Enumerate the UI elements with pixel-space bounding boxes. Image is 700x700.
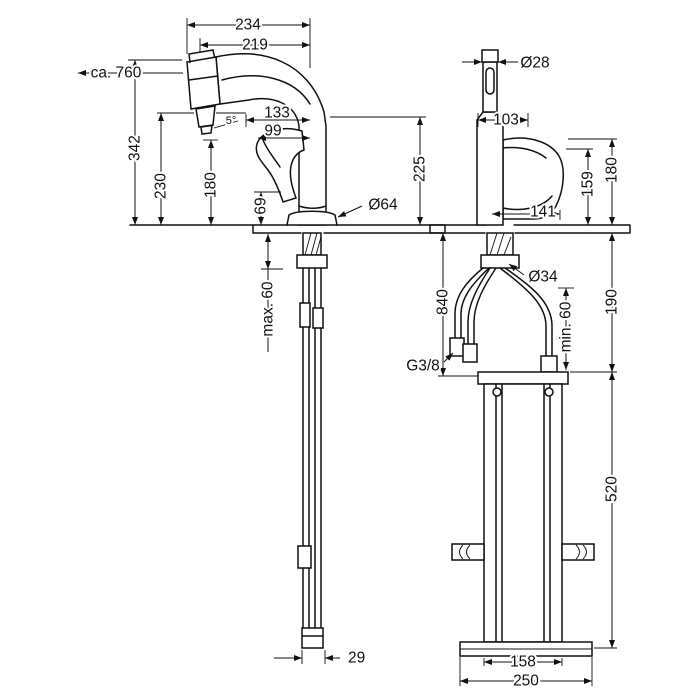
spray-nozzle: [195, 105, 216, 128]
pullout-hose-entry: [540, 355, 558, 373]
body-front: [476, 111, 504, 226]
dim-label-159: 159: [580, 171, 597, 197]
mounting-nut-left: [296, 254, 328, 269]
dim-label-180-right: 180: [604, 157, 621, 183]
dim-label-190: 190: [604, 289, 621, 315]
faucet-front: [476, 49, 564, 226]
base-escutcheon: [286, 210, 338, 226]
dim-label-225: 225: [412, 156, 429, 182]
dim-label-g38: G3/8: [406, 358, 440, 375]
dim-label-230: 230: [153, 173, 170, 199]
dim-label-max60: max. 60: [260, 281, 277, 337]
dim-label-141: 141: [530, 204, 556, 221]
dim-label-min60: min. 60: [558, 301, 575, 352]
spray-head: [186, 56, 221, 110]
spout-front: [502, 137, 564, 220]
dim-label-ca760: ca. 760: [91, 65, 142, 82]
right-view: Ø28 103 141 159 180 Ø34 840 min. 60 190 …: [404, 49, 631, 692]
dim-label-840: 840: [435, 289, 452, 315]
dim-label-520: 520: [604, 476, 621, 502]
dim-label-133: 133: [264, 105, 290, 122]
under-counter-right: [449, 232, 595, 657]
countertop-right: [429, 224, 631, 234]
dim-label-69: 69: [253, 197, 270, 214]
dim-label-180-left: 180: [203, 172, 220, 198]
hose-end-fitting: [301, 627, 324, 649]
mounting-nut-right: [480, 254, 520, 269]
side-tab-right: [561, 543, 595, 561]
dim-label-d64: Ø64: [368, 197, 398, 214]
dim-label-219: 219: [242, 37, 268, 54]
supply-hose-fitting-2: [462, 343, 478, 363]
dim-label-250: 250: [513, 673, 539, 690]
dim-label-234: 234: [235, 17, 261, 34]
select-button-slot: [485, 67, 495, 95]
left-dimension-lines: [78, 18, 426, 664]
dim-label-99: 99: [264, 123, 281, 140]
dim-label-103: 103: [493, 112, 519, 129]
countertop-left: [129, 224, 446, 234]
lever-handle: [255, 127, 305, 203]
dim-label-5deg: 5°: [226, 115, 237, 127]
under-counter-left: [296, 232, 328, 649]
left-view: 234 219 ca. 760 342 230 180 69 133 99 5°…: [78, 15, 446, 669]
dim-label-d28: Ø28: [520, 55, 549, 72]
spout-body: [215, 53, 327, 226]
stick-cap: [481, 49, 499, 63]
dim-label-158: 158: [510, 654, 536, 671]
right-dimension-lines: [438, 59, 617, 686]
dim-label-d34: Ø34: [528, 269, 558, 286]
dim-label-342: 342: [127, 135, 144, 161]
faucet-side: [186, 49, 338, 226]
box-flange: [477, 371, 569, 385]
side-tab-left: [451, 543, 485, 561]
dim-label-29: 29: [348, 650, 365, 667]
